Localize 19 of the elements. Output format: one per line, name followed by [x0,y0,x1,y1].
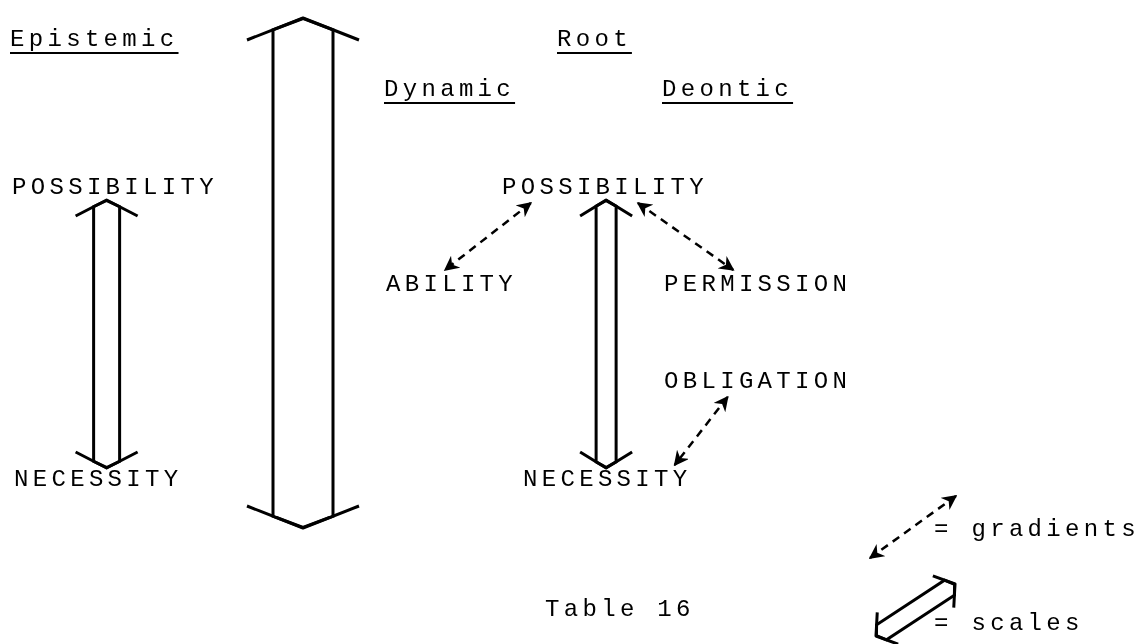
table-caption: Table 16 [545,598,695,622]
modal-term: NECESSITY [14,468,183,492]
modal-term: NECESSITY [523,468,692,492]
modal-term: ABILITY [386,273,518,297]
category-heading: Dynamic [384,78,516,102]
category-heading: Epistemic [10,28,179,52]
category-heading: Root [557,28,632,52]
legend-label: = gradients [934,518,1140,542]
gradient-arrow [673,395,729,467]
modal-term: POSSIBILITY [12,176,218,200]
category-heading: Deontic [662,78,794,102]
scale-arrow [74,198,140,470]
legend-label: = scales [934,612,1084,636]
modal-term: PERMISSION [664,273,852,297]
modal-term: OBLIGATION [664,370,852,394]
gradient-arrow [636,201,735,272]
modal-term: POSSIBILITY [502,176,708,200]
scale-arrow [578,198,634,470]
gradient-arrow [443,202,532,271]
